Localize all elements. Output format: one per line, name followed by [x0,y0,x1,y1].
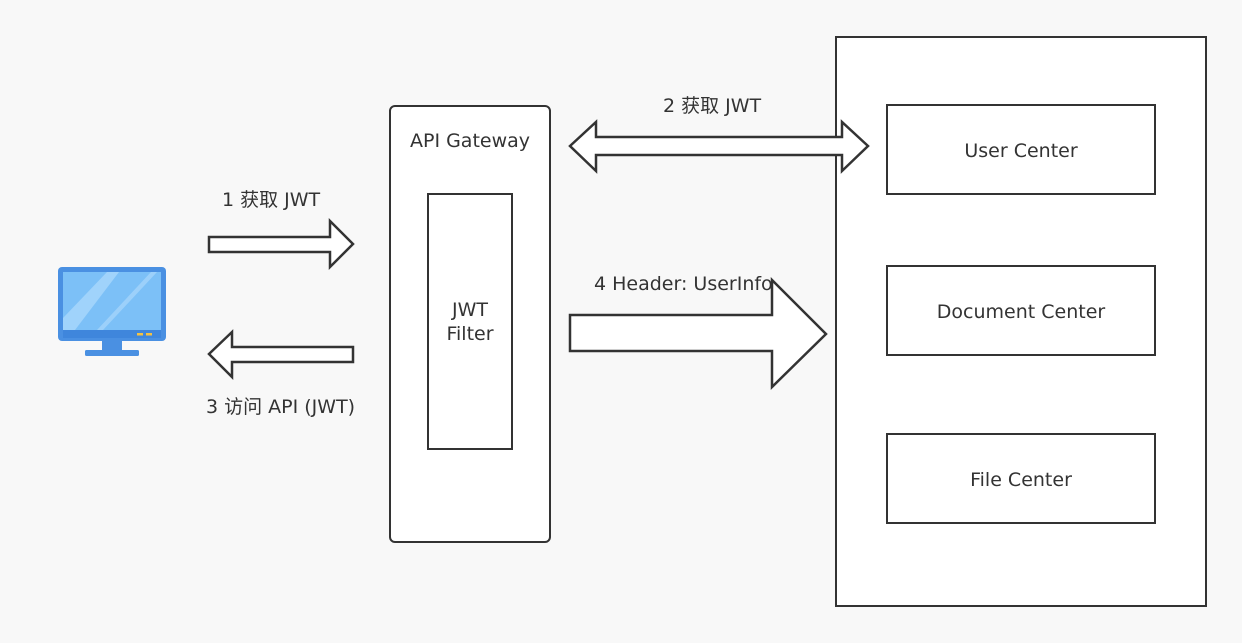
arrow-step1-right [207,217,355,271]
user-center-box: User Center [886,104,1156,195]
step1-label: 1 获取 JWT [222,189,321,211]
monitor-icon [58,267,166,356]
step3-label: 3 访问 API (JWT) [206,396,356,418]
arrow-step2-double [568,119,870,174]
step2-label: 2 获取 JWT [663,95,762,117]
user-center-label: User Center [964,140,1078,162]
step4-label: 4 Header: UserInfo [594,273,773,295]
document-center-label: Document Center [936,301,1106,323]
api-gateway-title: API Gateway [409,130,531,152]
file-center-label: File Center [970,469,1072,491]
jwt-filter-box: JWT Filter [427,193,513,450]
jwt-filter-line2: Filter [446,323,494,345]
jwt-filter-line1: JWT [452,299,488,321]
document-center-box: Document Center [886,265,1156,356]
arrow-step3-left [207,329,355,381]
arrow-step4-right [568,276,828,390]
file-center-box: File Center [886,433,1156,524]
